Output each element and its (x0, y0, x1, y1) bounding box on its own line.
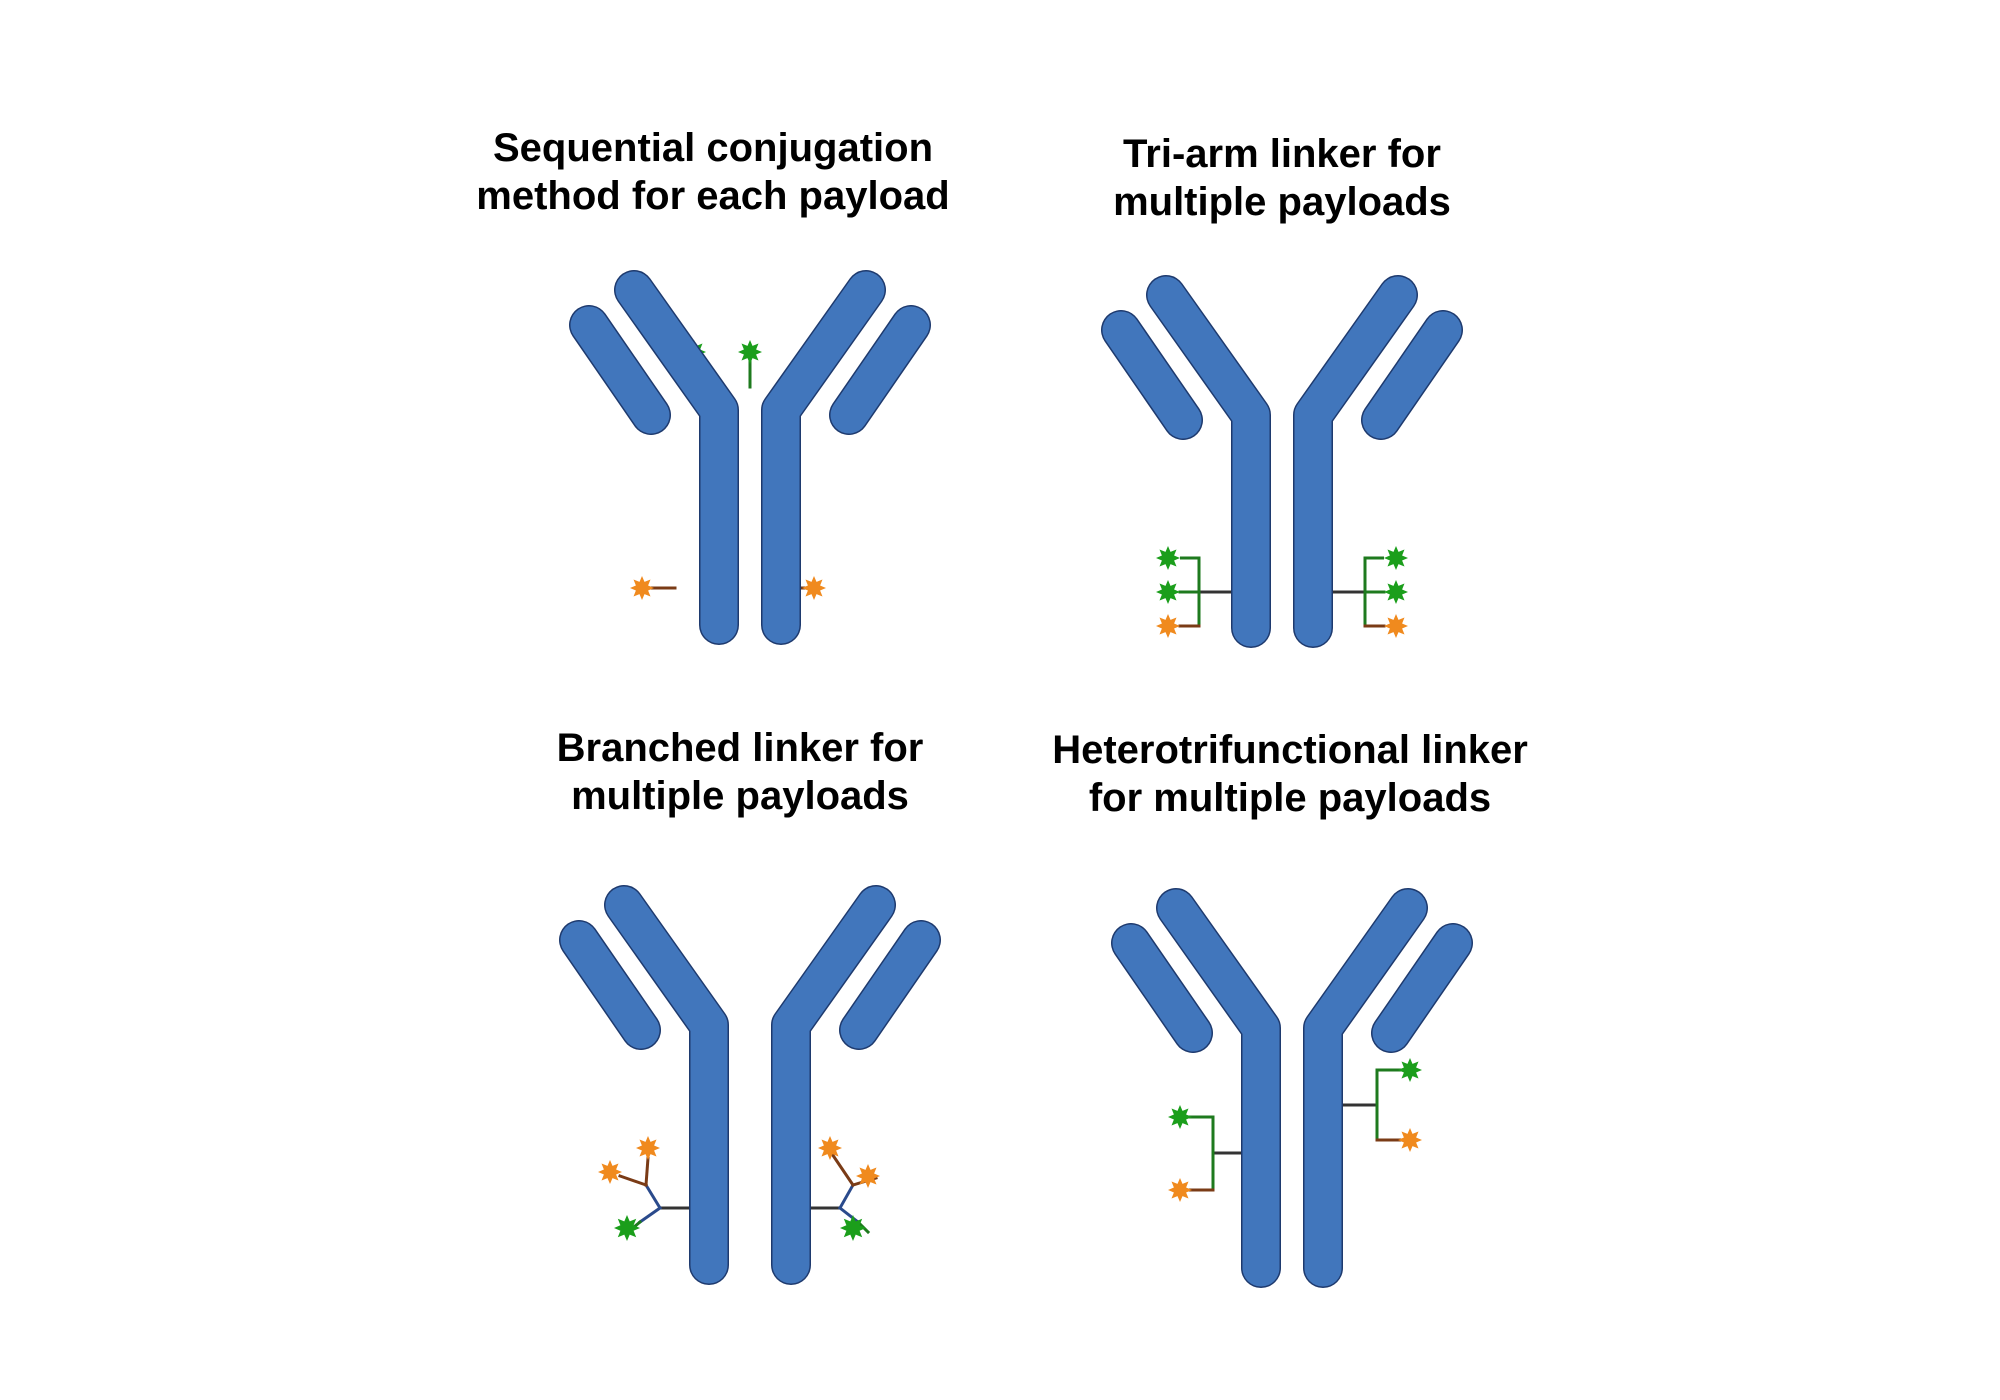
panel-tri-arm (1156, 546, 1408, 638)
linker-segment (644, 1156, 650, 1187)
panel-title-line-2: method for each payload (476, 174, 950, 218)
linker-segment (1375, 1068, 1402, 1142)
linker-segment (837, 1182, 856, 1211)
light-chain-right (840, 921, 940, 1049)
panel-title-sequential: Sequential conjugation method for each p… (476, 124, 949, 220)
payload-green (840, 1215, 866, 1241)
payload-orange (818, 1136, 842, 1160)
light-chain-left (570, 306, 670, 434)
payload-orange (598, 1160, 622, 1184)
panel-title-line-2: multiple payloads (571, 774, 909, 818)
panel-title-line-1: Sequential conjugation (492, 126, 934, 170)
payload-orange (1156, 614, 1180, 638)
heavy-chain-left (1157, 889, 1280, 1287)
light-chain-left (1102, 311, 1202, 439)
payload-orange (856, 1164, 880, 1188)
panel-heterotrifunctional (1168, 1058, 1422, 1202)
panel-title-line-1: Branched linker for (556, 726, 924, 770)
payload-orange (802, 576, 826, 600)
payload-orange (1398, 1128, 1422, 1152)
heavy-chain-right (772, 886, 895, 1284)
heavy-chain-right (1294, 276, 1417, 647)
payload-green (1384, 580, 1408, 604)
panel-title-line-1: Heterotrifunctional linker (1052, 728, 1528, 772)
heavy-chain-left (1147, 276, 1270, 647)
panel-title-line-2: for multiple payloads (1088, 776, 1492, 820)
linker-segment (643, 1182, 663, 1211)
light-chain-left (560, 921, 660, 1049)
payload-green (1156, 580, 1180, 604)
linker-segment (1188, 1115, 1215, 1192)
panel-title-line-1: Tri-arm linker for (1123, 132, 1441, 176)
light-chain-right (830, 306, 930, 434)
panel-title-heterotrifunctional: Heterotrifunctional linker for multiple … (1052, 726, 1528, 822)
linker-segment (637, 1205, 663, 1225)
payload-orange (1168, 1178, 1192, 1202)
light-chain-right (1372, 924, 1472, 1052)
payload-orange (636, 1136, 660, 1160)
payload-green (614, 1215, 640, 1241)
linker-segment (837, 1205, 861, 1225)
payload-green (1156, 546, 1180, 570)
antibody-tri-arm (1101, 275, 1463, 648)
payload-green (1384, 546, 1408, 570)
payload-green (738, 340, 762, 364)
payload-green (1168, 1105, 1192, 1129)
heavy-chain-right (1304, 889, 1427, 1287)
panel-title-line-2: multiple payloads (1113, 180, 1451, 224)
heavy-chain-left (605, 886, 728, 1284)
heavy-chain-left (615, 271, 738, 644)
antibody-heterotrifunctional (1111, 888, 1473, 1288)
payload-orange (1384, 614, 1408, 638)
panel-branched (598, 1136, 880, 1241)
panel-title-tri-arm: Tri-arm linker for multiple payloads (1113, 130, 1451, 226)
light-chain-left (1112, 924, 1212, 1052)
payload-orange (630, 576, 654, 600)
light-chain-right (1362, 311, 1462, 439)
payload-green (1398, 1058, 1422, 1082)
heavy-chain-right (762, 271, 885, 644)
panel-title-branched: Branched linker for multiple payloads (557, 724, 924, 820)
antibody-sequential (569, 270, 931, 645)
antibody-branched (559, 885, 941, 1285)
linker-segment (618, 1174, 648, 1187)
